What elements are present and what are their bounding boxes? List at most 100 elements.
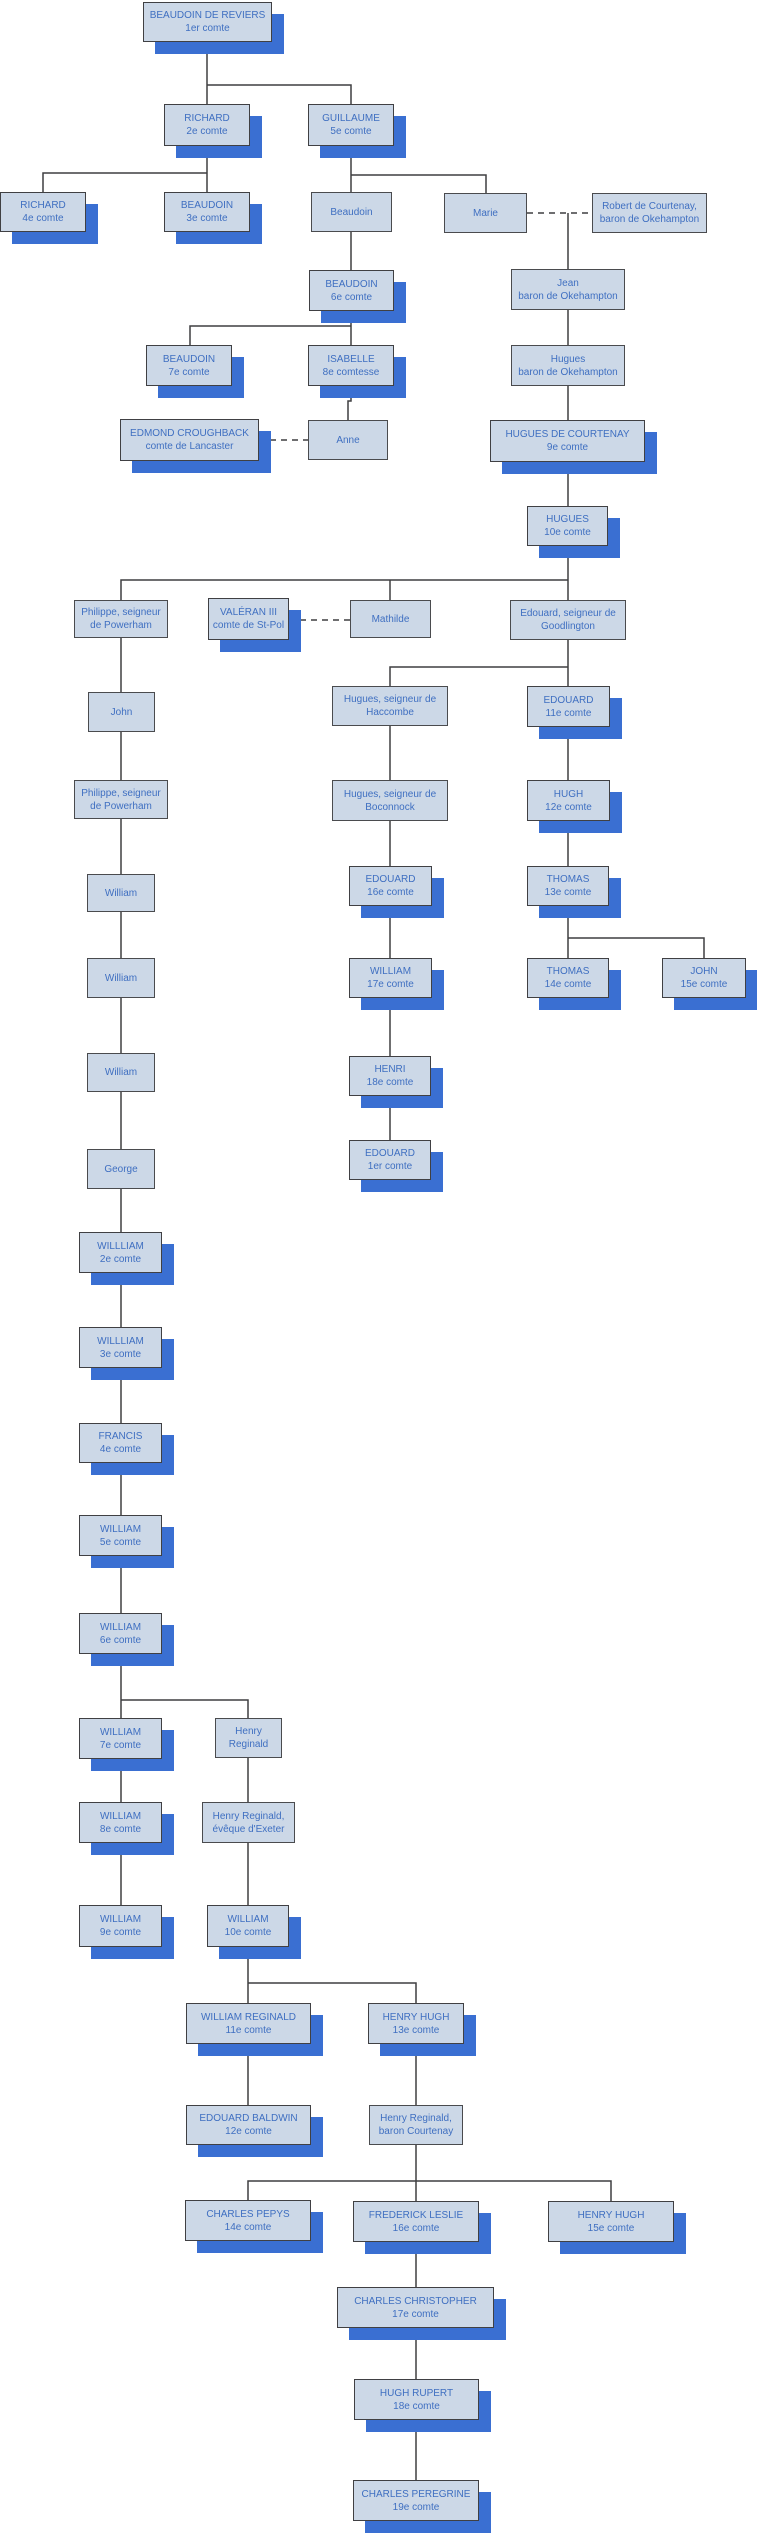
person-name: Henry Reginald, (212, 1810, 285, 1822)
person-name: WILLIAM REGINALD (200, 2011, 297, 2023)
person-name: EDOUARD BALDWIN (199, 2113, 298, 2124)
descent-connector-line (347, 386, 352, 420)
person-name: EDMOND CROUGHBACK (130, 428, 249, 439)
person-name: WILLIAM (99, 1726, 142, 1738)
person-title: 6e comte (330, 291, 373, 303)
person-title: 16e comte (367, 887, 414, 898)
person-name: Hugues, seigneur de (343, 788, 437, 800)
person-title: 1er comte (185, 23, 230, 34)
tree-node-john: John (88, 692, 155, 732)
person-title: Reginald (228, 1739, 269, 1750)
person-name: HUGUES DE COURTENAY (505, 429, 630, 440)
person-name: George (104, 1163, 138, 1175)
descent-connector-line (568, 937, 705, 958)
person-title: 6e comte (99, 1634, 142, 1646)
person-name: Hugues (550, 353, 586, 365)
tree-node-william-c: William (87, 1053, 155, 1092)
person-name: WILLIAM (227, 1914, 269, 1925)
person-name: BEAUDOIN (162, 353, 216, 365)
descent-connector-line (42, 172, 207, 192)
person-name: HENRY HUGH (382, 2011, 450, 2023)
person-name: RICHARD (184, 113, 230, 124)
person-name: BEAUDOIN (180, 200, 234, 211)
person-title: Boconnock (365, 801, 415, 813)
tree-node-william-10e: WILLIAM 10e comte (207, 1905, 289, 1947)
person-title: 11e comte (545, 707, 592, 719)
person-title: 18e comte (393, 2400, 440, 2412)
person-name: VALÉRAN III (219, 607, 278, 618)
tree-node-mathilde: Mathilde (350, 600, 431, 638)
person-name: Henry (235, 1726, 262, 1737)
person-title: 17e comte (392, 2308, 439, 2320)
person-title: 4e comte (22, 213, 64, 224)
person-title: de Powerham (90, 620, 152, 631)
person-title: 15e comte (680, 979, 728, 990)
person-title: 7e comte (168, 366, 210, 378)
person-name: Philippe, seigneur (81, 787, 161, 799)
person-name: EDOUARD (543, 694, 594, 706)
person-title: Goodlington (541, 621, 595, 632)
person-title: 14e comte (544, 979, 592, 990)
descent-connector-line (351, 174, 487, 193)
person-name: CHARLES CHRISTOPHER (354, 2295, 477, 2307)
person-name: HENRI (374, 1064, 406, 1075)
tree-node-valeran-3: VALÉRAN III comte de St-Pol (208, 598, 289, 640)
person-title: de Powerham (90, 800, 152, 812)
tree-node-robert-de-courtenay: Robert de Courtenay,baron de Okehampton (592, 193, 707, 233)
person-title: 13e comte (544, 887, 592, 898)
person-title: 9e comte (546, 442, 589, 453)
person-title: évêque d'Exeter (212, 1823, 285, 1835)
person-title: 15e comte (587, 2222, 635, 2234)
person-title: 1er comte (367, 1161, 413, 1172)
tree-node-henri-18: HENRI 18e comte (349, 1056, 431, 1096)
descent-connector-line (120, 579, 568, 600)
person-name: Jean (557, 277, 579, 289)
tree-node-anne: Anne (308, 420, 388, 460)
person-name: GUILLAUME (322, 113, 380, 124)
person-title: 8e comtesse (322, 366, 380, 378)
person-title: Haccombe (366, 707, 414, 718)
tree-node-hugues-de-courtenay-9: HUGUES DE COURTENAY 9e comte (490, 420, 645, 462)
person-title: 2e comte (99, 1253, 142, 1265)
person-title: baron de Okehampton (518, 366, 618, 378)
person-title: 10e comte (224, 1927, 272, 1938)
person-title: comte de St-Pol (212, 620, 285, 631)
descent-connector-line (189, 325, 351, 345)
person-name: WILLIAM (99, 1621, 142, 1633)
person-name: WILLIAM (99, 1914, 142, 1925)
person-name: HUGH (553, 788, 584, 800)
person-title: 18e comte (366, 1077, 414, 1088)
descent-connector-line (416, 2180, 612, 2201)
person-title: 11e comte (225, 2024, 272, 2036)
